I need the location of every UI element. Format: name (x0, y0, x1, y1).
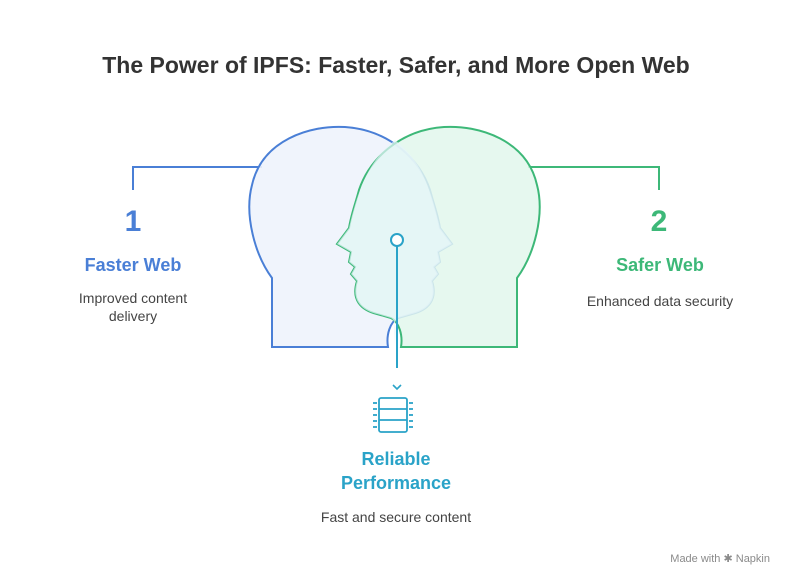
item-2-number: 2 (650, 205, 668, 238)
item-2-label: Safer Web (616, 255, 704, 275)
diagram-title: The Power of IPFS: Faster, Safer, and Mo… (102, 52, 690, 78)
napkin-branding: Made with ✱ Napkin (670, 553, 770, 565)
center-node (390, 233, 404, 247)
connector-right (528, 166, 660, 190)
item-2-description: Enhanced data security (586, 293, 734, 309)
database-server-icon (373, 397, 413, 433)
chevron-down-icon (392, 384, 402, 391)
item-3-label: Reliable Performance (340, 449, 452, 493)
connector-left (132, 166, 262, 190)
item-3-description: Fast and secure content (320, 509, 472, 525)
item-1-label: Faster Web (84, 255, 182, 275)
item-1-description: Improved content delivery (78, 290, 188, 324)
item-1-number: 1 (124, 205, 142, 238)
